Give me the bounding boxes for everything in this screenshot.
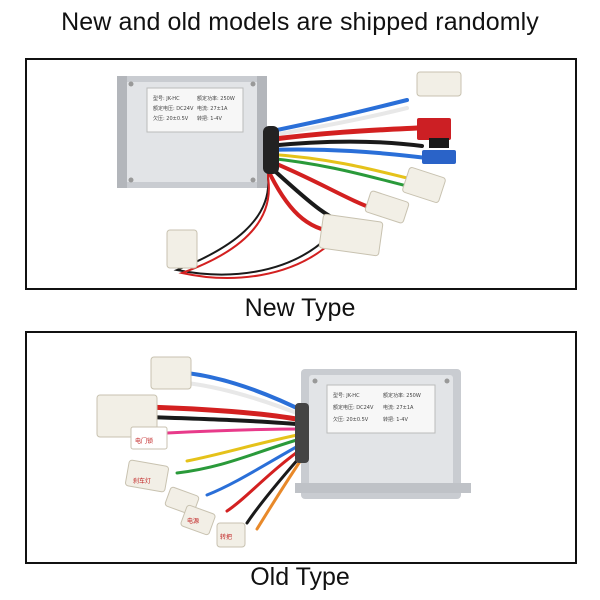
new-type-photo-frame: 型号: JK-HC 额定电压: DC24V 额定功率: 250W 电流: 27±… (25, 58, 577, 290)
label-line: 电流: 27±1A (383, 404, 414, 411)
connectors (166, 71, 462, 269)
label-line: 额定电压: DC24V (153, 105, 194, 112)
connector-tag: 电源 (187, 517, 199, 525)
label-line: 型号: JK-HC (153, 95, 180, 102)
old-type-controller-image: 型号: JK-HC 额定功率: 250W 额定电压: DC24V 电流: 27±… (96, 356, 471, 548)
label-line: 电流: 27±1A (197, 105, 228, 112)
controller-housing: 型号: JK-HC 额定电压: DC24V 额定功率: 250W 电流: 27±… (117, 76, 279, 188)
connector-tag: 刹车灯 (133, 477, 151, 485)
connectors: 电门锁 刹车灯 电源 转把 (96, 356, 246, 548)
new-type-controller-image: 型号: JK-HC 额定电压: DC24V 额定功率: 250W 电流: 27±… (117, 71, 462, 279)
connector-tag: 转把 (220, 533, 232, 541)
label-line: 额定功率: 250W (383, 392, 421, 399)
label-line: 型号: JK-HC (333, 392, 360, 399)
old-type-caption: Old Type (250, 563, 350, 591)
label-line: 额定电压: DC24V (333, 404, 374, 411)
controller-housing: 型号: JK-HC 额定功率: 250W 额定电压: DC24V 电流: 27±… (295, 369, 471, 499)
headline: New and old models are shipped randomly (61, 8, 539, 36)
label-line: 额定功率: 250W (197, 95, 235, 102)
label-line: 欠压: 20±0.5V (153, 115, 189, 122)
old-type-photo-frame: 型号: JK-HC 额定功率: 250W 额定电压: DC24V 电流: 27±… (25, 331, 577, 564)
label-line: 欠压: 20±0.5V (333, 416, 369, 423)
label-line: 转把: 1-4V (383, 416, 408, 423)
connector-tag: 电门锁 (135, 437, 153, 445)
label-line: 转把: 1-4V (197, 115, 222, 122)
new-type-caption: New Type (244, 294, 356, 322)
